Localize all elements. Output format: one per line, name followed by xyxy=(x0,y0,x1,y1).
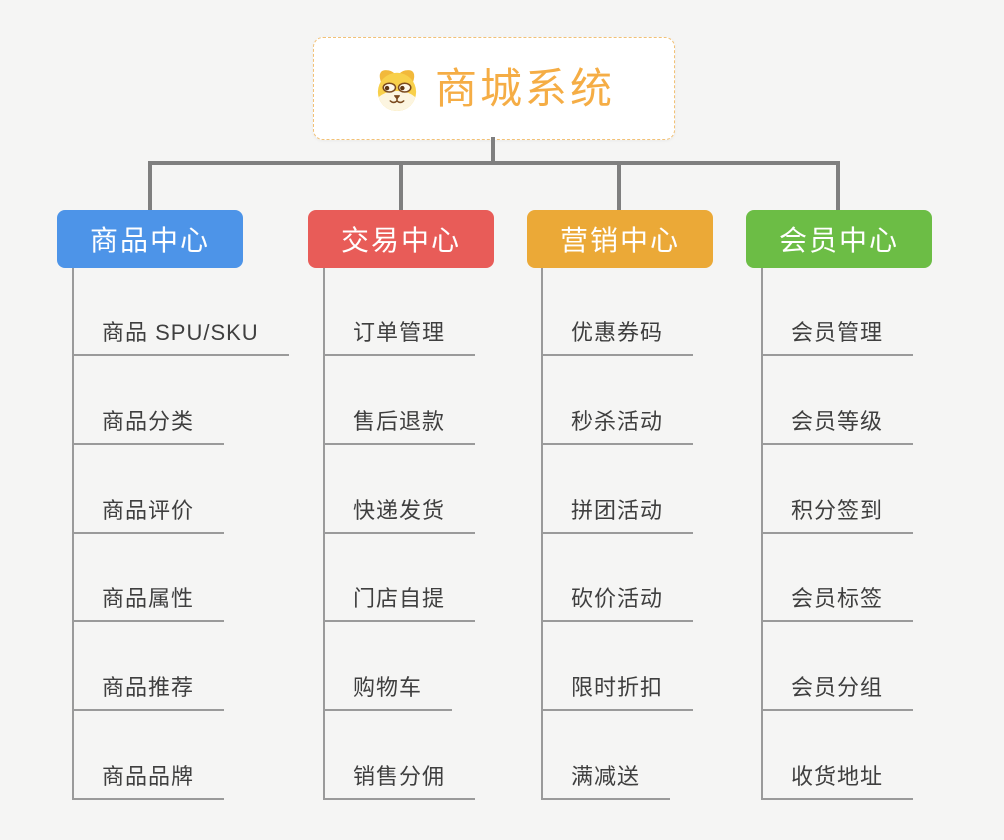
leaf-item[interactable]: 购物车 xyxy=(323,674,453,711)
leaf-item[interactable]: 积分签到 xyxy=(761,497,914,534)
leaf-item[interactable]: 收货地址 xyxy=(761,763,914,800)
leaf-item[interactable]: 优惠券码 xyxy=(541,319,694,356)
leaf-item[interactable]: 快递发货 xyxy=(323,497,476,534)
connector-drop-1 xyxy=(148,161,152,210)
leaf-spine-3 xyxy=(541,268,543,800)
leaf-item[interactable]: 商品推荐 xyxy=(72,674,225,711)
leaf-item[interactable]: 商品 SPU/SKU xyxy=(72,319,289,356)
branch-node-trade-center[interactable]: 交易中心 xyxy=(308,210,494,268)
leaf-item[interactable]: 拼团活动 xyxy=(541,497,694,534)
leaf-item[interactable]: 砍价活动 xyxy=(541,585,694,622)
leaf-item[interactable]: 商品品牌 xyxy=(72,763,225,800)
connector-root-stem xyxy=(491,137,495,163)
leaf-item[interactable]: 秒杀活动 xyxy=(541,408,694,445)
leaf-item[interactable]: 商品分类 xyxy=(72,408,225,445)
branch-node-member-center[interactable]: 会员中心 xyxy=(746,210,932,268)
leaf-item[interactable]: 会员管理 xyxy=(761,319,914,356)
leaf-item[interactable]: 会员等级 xyxy=(761,408,914,445)
leaf-item[interactable]: 商品评价 xyxy=(72,497,225,534)
root-node[interactable]: 商城系统 xyxy=(313,37,675,140)
leaf-item[interactable]: 销售分佣 xyxy=(323,763,476,800)
leaf-item[interactable]: 满减送 xyxy=(541,763,671,800)
dog-face-icon xyxy=(373,68,421,112)
leaf-item[interactable]: 商品属性 xyxy=(72,585,225,622)
leaf-item[interactable]: 会员标签 xyxy=(761,585,914,622)
branch-node-product-center[interactable]: 商品中心 xyxy=(57,210,243,268)
leaf-spine-1 xyxy=(72,268,74,800)
root-title: 商城系统 xyxy=(434,64,615,112)
leaf-item[interactable]: 订单管理 xyxy=(323,319,476,356)
branch-node-marketing-center[interactable]: 营销中心 xyxy=(527,210,713,268)
leaf-item[interactable]: 会员分组 xyxy=(761,674,914,711)
connector-drop-2 xyxy=(399,161,403,210)
leaf-item[interactable]: 限时折扣 xyxy=(541,674,694,711)
connector-drop-3 xyxy=(617,161,621,210)
connector-horizontal-bar xyxy=(148,161,840,165)
connector-drop-4 xyxy=(836,161,840,210)
leaf-spine-4 xyxy=(761,268,763,800)
leaf-item[interactable]: 门店自提 xyxy=(323,585,476,622)
leaf-item[interactable]: 售后退款 xyxy=(323,408,476,445)
leaf-spine-2 xyxy=(323,268,325,800)
